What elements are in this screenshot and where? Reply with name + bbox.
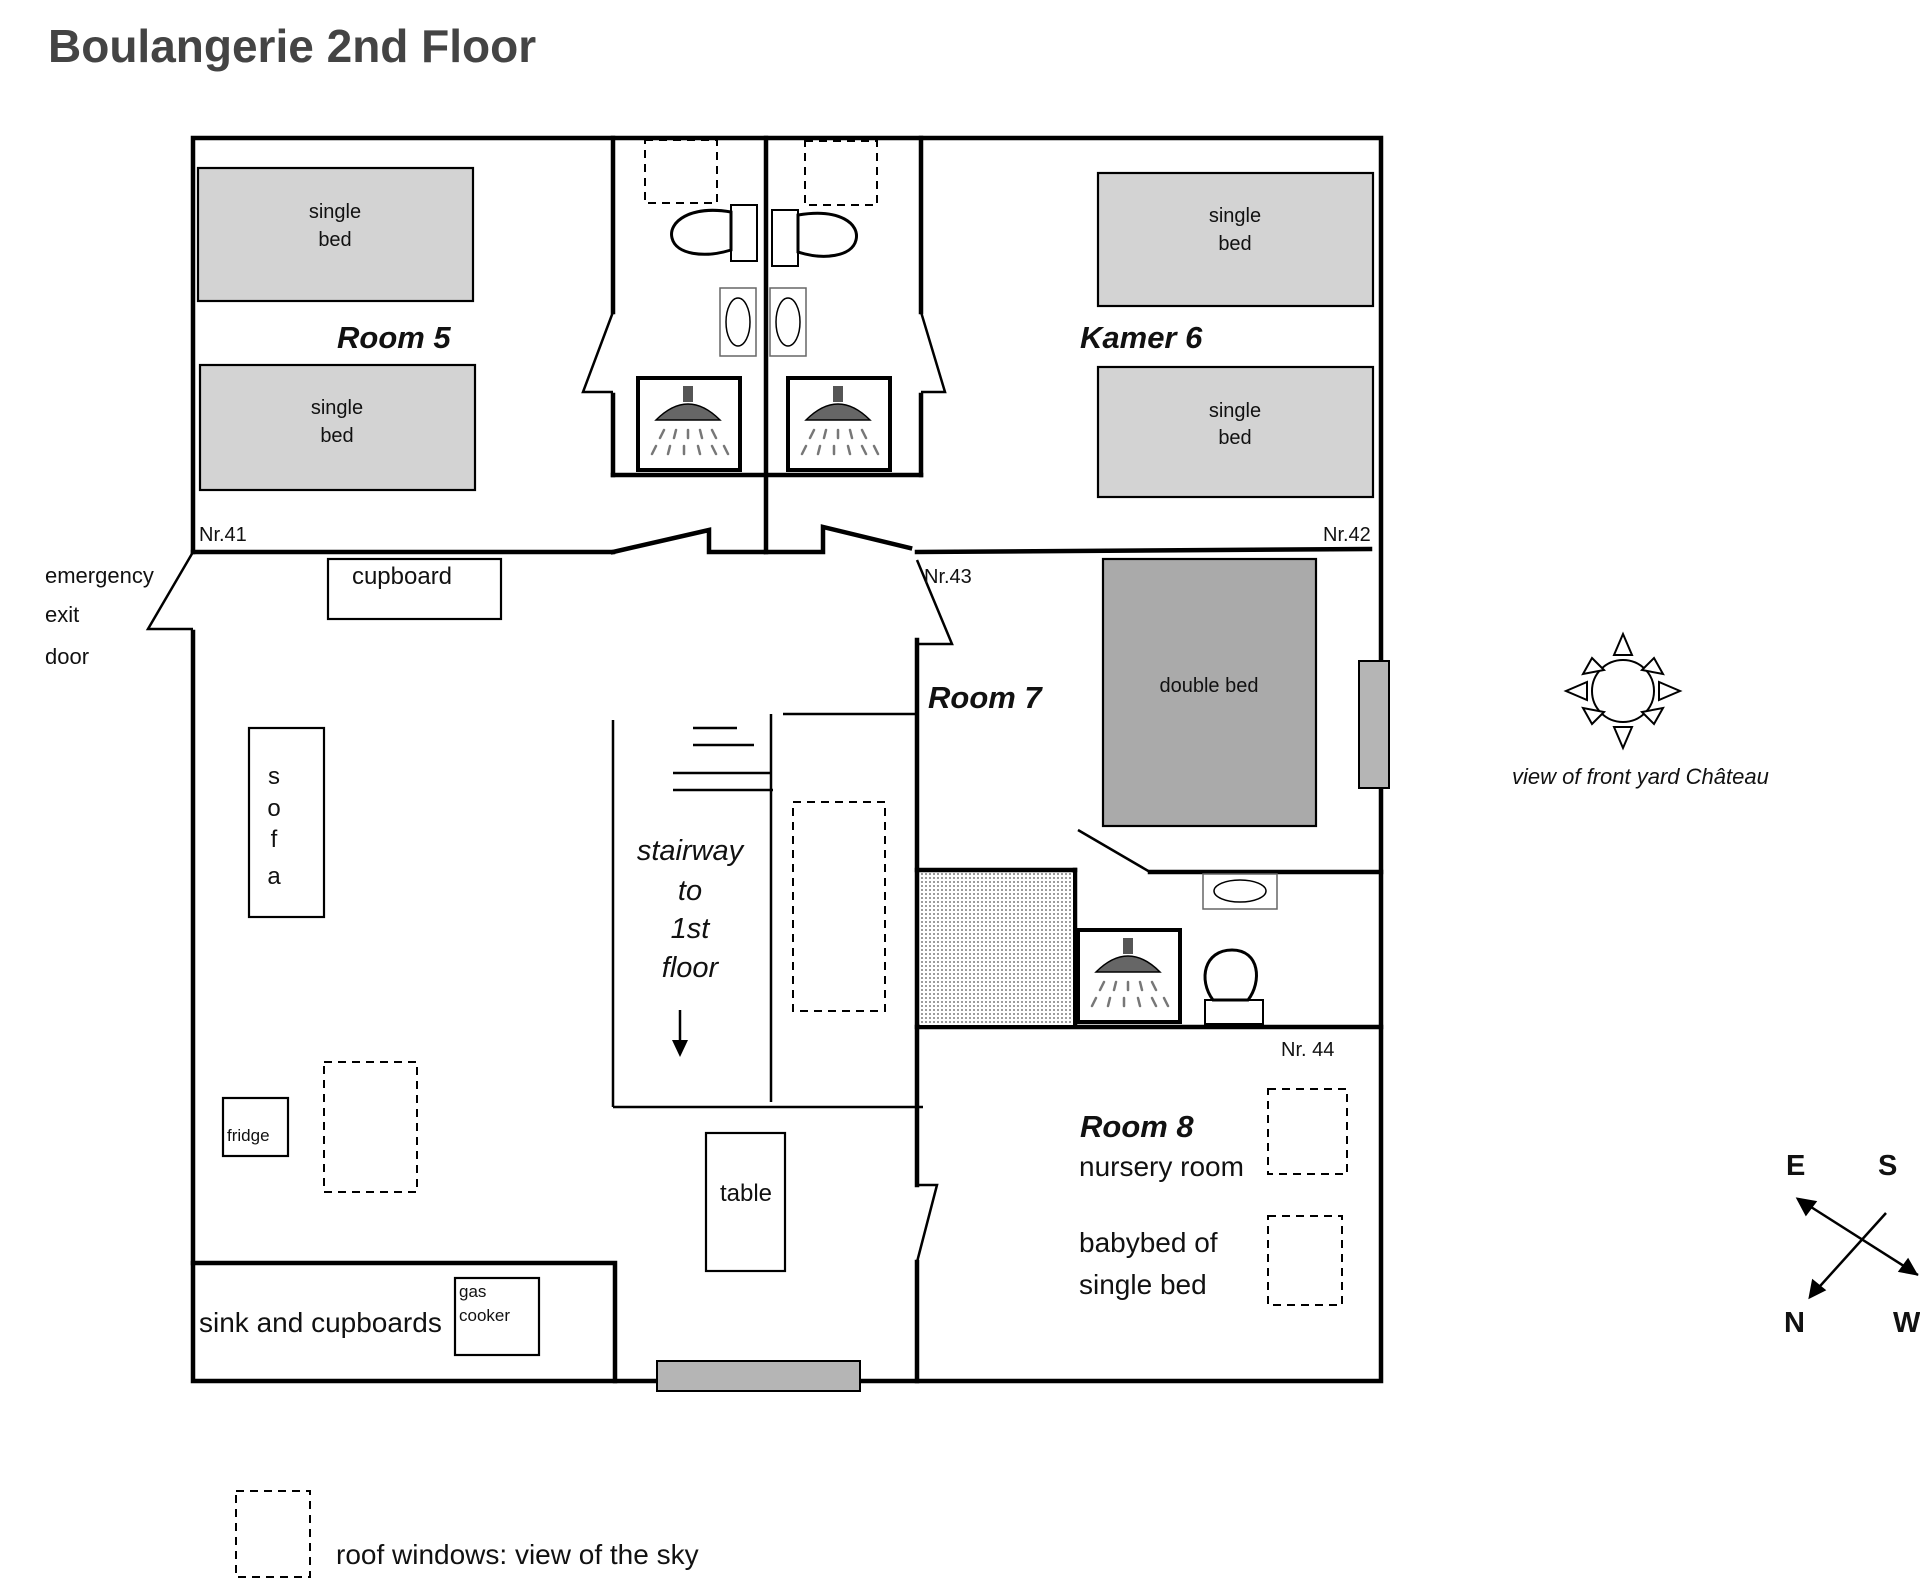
legend-label: roof windows: view of the sky bbox=[336, 1539, 699, 1570]
svg-text:fridge: fridge bbox=[227, 1126, 270, 1145]
nr-44: Nr. 44 bbox=[1281, 1039, 1334, 1061]
window-south bbox=[656, 1360, 861, 1392]
svg-text:single: single bbox=[311, 397, 363, 419]
stairway-line2: to bbox=[678, 875, 702, 907]
gas-cooker: gas cooker bbox=[453, 1276, 541, 1357]
sink-icon bbox=[1202, 873, 1278, 910]
roof-window bbox=[804, 140, 878, 206]
bed-kamer6-a: single bed bbox=[1096, 171, 1375, 308]
babybed-line2: single bed bbox=[1079, 1269, 1207, 1300]
svg-text:gas: gas bbox=[459, 1282, 486, 1301]
sun-icon bbox=[1563, 631, 1683, 751]
toilet-icon bbox=[670, 204, 758, 262]
room-8-label: Room 8 bbox=[1080, 1109, 1194, 1144]
sofa: s o f a bbox=[247, 726, 326, 919]
nr-43: Nr.43 bbox=[924, 566, 972, 588]
walls bbox=[145, 135, 1384, 1384]
double-bed: double bed bbox=[1101, 557, 1318, 828]
compass-w: W bbox=[1893, 1307, 1920, 1339]
svg-text:o: o bbox=[267, 795, 280, 822]
svg-text:single: single bbox=[1209, 205, 1261, 227]
nr-41: Nr.41 bbox=[199, 524, 247, 546]
room-7-label: Room 7 bbox=[928, 680, 1043, 715]
toilet-icon bbox=[1203, 948, 1264, 1025]
svg-text:s: s bbox=[268, 763, 280, 790]
svg-text:bed: bed bbox=[318, 229, 351, 251]
compass-e: E bbox=[1786, 1150, 1805, 1182]
svg-text:cupboard: cupboard bbox=[352, 563, 452, 590]
emergency-line1: emergency bbox=[45, 563, 154, 588]
arrow-down-icon bbox=[672, 1010, 688, 1057]
svg-text:table: table bbox=[720, 1180, 772, 1207]
sink-and-cupboards: sink and cupboards bbox=[199, 1307, 442, 1338]
svg-text:double bed: double bed bbox=[1160, 675, 1259, 697]
svg-text:bed: bed bbox=[320, 425, 353, 447]
roof-window bbox=[1267, 1088, 1348, 1175]
nursery-label: nursery room bbox=[1079, 1151, 1244, 1182]
compass-s: S bbox=[1878, 1150, 1897, 1182]
svg-text:single: single bbox=[309, 201, 361, 223]
sink-icon bbox=[719, 287, 757, 357]
svg-text:single: single bbox=[1209, 400, 1261, 422]
view-label: view of front yard Château bbox=[1512, 764, 1769, 789]
emergency-line3: door bbox=[45, 644, 89, 669]
bed-room5-a: single bed bbox=[196, 166, 475, 303]
svg-text:bed: bed bbox=[1218, 233, 1251, 255]
dotted-closet bbox=[920, 873, 1073, 1025]
shower-icon bbox=[636, 376, 742, 472]
nr-42: Nr.42 bbox=[1323, 524, 1371, 546]
svg-text:a: a bbox=[267, 863, 281, 890]
svg-text:f: f bbox=[271, 826, 278, 853]
roof-window bbox=[792, 801, 886, 1012]
svg-text:bed: bed bbox=[1218, 427, 1251, 449]
shower-icon bbox=[1076, 928, 1182, 1024]
kamer-6-label: Kamer 6 bbox=[1080, 320, 1203, 355]
roof-window bbox=[1267, 1215, 1343, 1306]
page-title: Boulangerie 2nd Floor bbox=[48, 20, 536, 72]
cupboard: cupboard bbox=[326, 557, 503, 621]
toilet-icon bbox=[771, 209, 858, 267]
bed-room5-b: single bed bbox=[198, 363, 477, 492]
roof-window bbox=[644, 139, 718, 204]
stairway-line4: floor bbox=[662, 952, 720, 984]
svg-text:cooker: cooker bbox=[459, 1306, 510, 1325]
stairway-line1: stairway bbox=[637, 835, 745, 867]
emergency-line2: exit bbox=[45, 602, 79, 627]
bed-kamer6-b: single bed bbox=[1096, 365, 1375, 499]
legend-roof-window-icon bbox=[235, 1490, 311, 1578]
roof-window bbox=[323, 1061, 418, 1193]
babybed-line1: babybed of bbox=[1079, 1227, 1218, 1258]
compass-n: N bbox=[1784, 1307, 1805, 1339]
sink-icon bbox=[769, 287, 807, 357]
room-5-label: Room 5 bbox=[337, 320, 451, 355]
stairway-line3: 1st bbox=[671, 913, 712, 945]
shower-icon bbox=[786, 376, 892, 472]
window-east bbox=[1358, 660, 1390, 789]
compass-rose-icon bbox=[1795, 1197, 1919, 1300]
table: table bbox=[704, 1131, 787, 1273]
fridge: fridge bbox=[221, 1096, 290, 1158]
